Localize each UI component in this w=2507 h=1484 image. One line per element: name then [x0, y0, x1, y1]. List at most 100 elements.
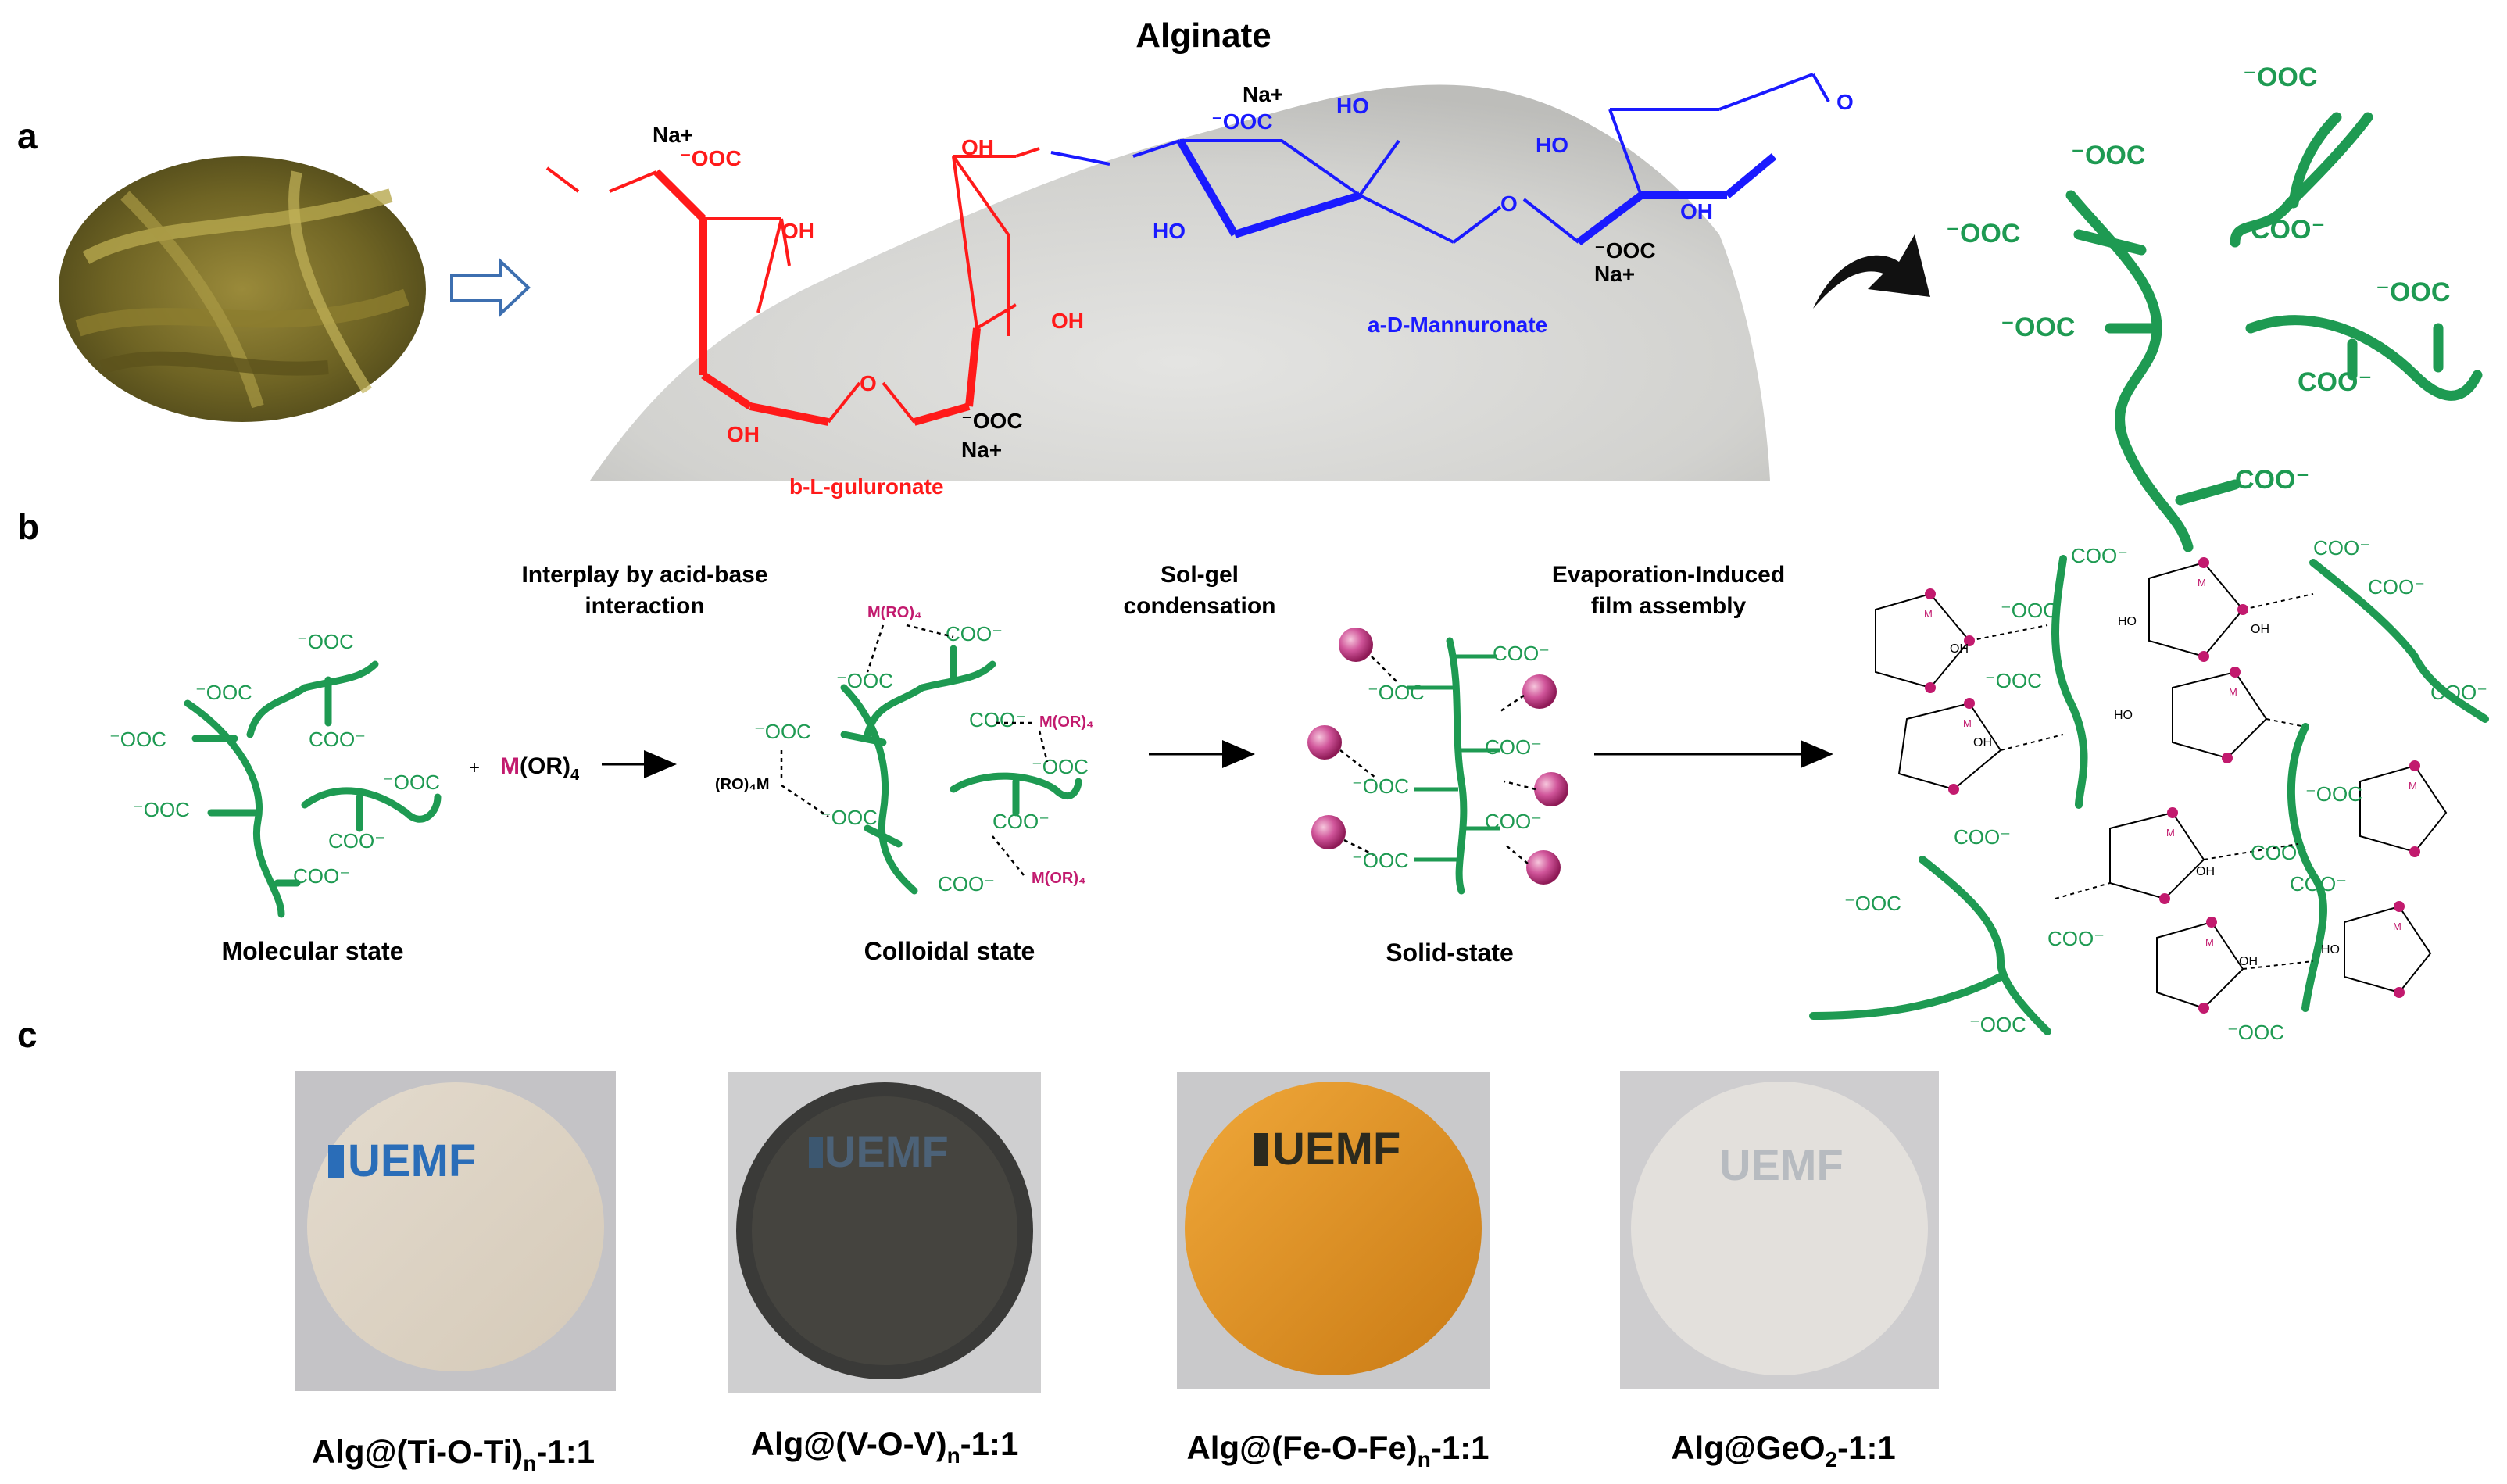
- chain-coo-label: COO⁻: [969, 708, 1026, 731]
- chain-ooc-label: ⁻OOC: [2305, 782, 2362, 806]
- ooc-label: ⁻OOC: [680, 146, 742, 170]
- chain-coo-label: COO⁻: [2290, 872, 2347, 896]
- ho-label: HO: [1153, 219, 1186, 243]
- chain-ooc-label: ⁻OOC: [297, 630, 354, 653]
- metal-alkoxide-label: M(OR)₄: [1039, 713, 1094, 731]
- network-oh-label: OH: [1973, 736, 1992, 749]
- chain-coo-label: COO⁻: [2251, 841, 2308, 864]
- chain-coo-label: COO⁻: [1485, 810, 1542, 833]
- metal-alkoxide-label: M(OR)₄: [1032, 870, 1086, 887]
- chain-coo-label: COO⁻: [328, 829, 385, 853]
- chain-coo-label: COO⁻: [2313, 536, 2370, 560]
- film-logo: UEMF: [348, 1135, 476, 1186]
- chain-ooc-label: ⁻OOC: [1985, 669, 2042, 692]
- chain-ooc-label: ⁻OOC: [2243, 63, 2317, 92]
- film-caption-ge: Alg@GeO2-1:1: [1671, 1429, 1896, 1471]
- film-caption-v: Alg@(V-O-V)n-1:1: [751, 1425, 1019, 1468]
- na-label: Na+: [653, 123, 693, 147]
- chain-coo-label: COO⁻: [1485, 735, 1542, 759]
- film-caption-fe: Alg@(Fe-O-Fe)n-1:1: [1186, 1429, 1489, 1471]
- chain-ooc-label: ⁻OOC: [2376, 277, 2450, 307]
- network-metal-label: M: [2198, 577, 2206, 588]
- oh-label: OH: [781, 219, 814, 243]
- oh-label: OH: [1051, 309, 1084, 333]
- network-metal-label: M: [2393, 921, 2401, 932]
- chain-ooc-label: ⁻OOC: [2001, 313, 2075, 342]
- chain-coo-label: COO⁻: [992, 810, 1050, 833]
- interplay-label: interaction: [585, 593, 704, 619]
- network-metal-label: M: [2409, 780, 2417, 792]
- hybrid-network-diagram: [1809, 555, 2489, 1035]
- chain-ooc-label: ⁻OOC: [109, 728, 166, 751]
- network-oh-label: OH: [2251, 623, 2269, 636]
- panel-label-a: a: [17, 116, 38, 156]
- chain-ooc-label: ⁻OOC: [754, 720, 811, 743]
- plus-sign: +: [469, 757, 480, 778]
- oh-label: OH: [1680, 199, 1713, 223]
- molecular-state-label: Molecular state: [222, 937, 404, 965]
- network-oh-label: OH: [1950, 642, 1969, 656]
- network-metal-label: M: [2205, 936, 2214, 948]
- film-logo: UEMF: [824, 1127, 949, 1176]
- evaporation-label: film assembly: [1591, 593, 1747, 619]
- molecular-state-diagram: [184, 660, 442, 918]
- chain-coo-label: COO⁻: [1954, 825, 2011, 849]
- chain-ooc-label: ⁻OOC: [1352, 774, 1409, 798]
- curved-arrow-icon: [1813, 234, 1930, 309]
- panel-b: ⁻OOC ⁻OOC ⁻OOC COO⁻ ⁻OOC ⁻OOC COO⁻ COO⁻ …: [109, 536, 2489, 1044]
- chain-ooc-label: ⁻OOC: [383, 771, 440, 794]
- panel-c: UEMF UEMF UEMF UEMF Alg@(Ti-O-Ti)n-1:1 A…: [295, 1071, 1939, 1475]
- film-logo: UEMF: [1719, 1140, 1844, 1189]
- chain-ooc-label: ⁻OOC: [195, 681, 252, 704]
- network-metal-label: M: [1963, 717, 1972, 729]
- chain-ooc-label: ⁻OOC: [2071, 141, 2145, 170]
- chain-coo-label: COO⁻: [2298, 367, 2372, 397]
- chain-coo-label: COO⁻: [2251, 215, 2325, 245]
- chain-ooc-label: ⁻OOC: [836, 669, 893, 692]
- na-label: Na+: [1243, 82, 1283, 106]
- film-caption-ti: Alg@(Ti-O-Ti)n-1:1: [312, 1433, 595, 1475]
- network-metal-label: M: [2229, 686, 2237, 698]
- colloidal-state-diagram: [840, 645, 1082, 895]
- oh-label: OH: [727, 422, 760, 446]
- o-label: O: [1500, 191, 1518, 216]
- network-ho-label: HO: [2118, 615, 2137, 628]
- network-oh-label: OH: [2239, 955, 2258, 968]
- network-oh-label: OH: [2196, 865, 2215, 878]
- chain-ooc-label: ⁻OOC: [2001, 599, 2058, 622]
- interaction-bonds: [780, 624, 1049, 876]
- network-metal-label: M: [1924, 608, 1933, 620]
- film-photo-v: UEMF: [728, 1072, 1041, 1393]
- solid-state-diagram: [1307, 628, 1568, 895]
- chain-diagram-a: [2065, 112, 2483, 552]
- network-metal-label: M: [2166, 827, 2175, 839]
- guluronate-structure: [545, 147, 1040, 426]
- guluronate-label: b-L-guluronate: [789, 474, 944, 499]
- chain-ooc-label: ⁻OOC: [133, 798, 190, 821]
- chain-ooc-label: ⁻OOC: [1368, 681, 1425, 704]
- chain-coo-label: COO⁻: [2430, 681, 2487, 704]
- ho-label: HO: [1536, 133, 1568, 157]
- film-photo-ti: UEMF: [295, 1071, 616, 1391]
- chain-coo-label: COO⁻: [1493, 642, 1550, 665]
- ho-label: HO: [1336, 94, 1369, 118]
- metal-alkoxide-label: (RO)₄M: [715, 776, 770, 793]
- oh-label: OH: [961, 135, 994, 159]
- chain-coo-label: COO⁻: [946, 622, 1003, 645]
- network-ho-label: HO: [2321, 943, 2340, 957]
- solgel-label: Sol-gel: [1161, 562, 1239, 588]
- chain-ooc-label: ⁻OOC: [1844, 892, 1901, 915]
- metal-alkoxide-label: M(RO)₄: [867, 604, 922, 621]
- chain-ooc-label: ⁻OOC: [1032, 755, 1089, 778]
- chain-coo-label: COO⁻: [2047, 927, 2105, 950]
- mannuronate-structure: [1050, 73, 1830, 245]
- chain-ooc-label: ⁻OOC: [821, 806, 878, 829]
- film-logo: UEMF: [1272, 1124, 1400, 1175]
- chain-ooc-label: ⁻OOC: [1969, 1013, 2026, 1036]
- process-arrow-icon: [450, 257, 531, 318]
- interplay-label: Interplay by acid-base: [521, 562, 767, 588]
- network-ho-label: HO: [2114, 709, 2133, 722]
- panel-a: Alginate Na+ ⁻OOC OH OH O O: [59, 16, 2483, 552]
- ooc-label: ⁻OOC: [1211, 109, 1273, 134]
